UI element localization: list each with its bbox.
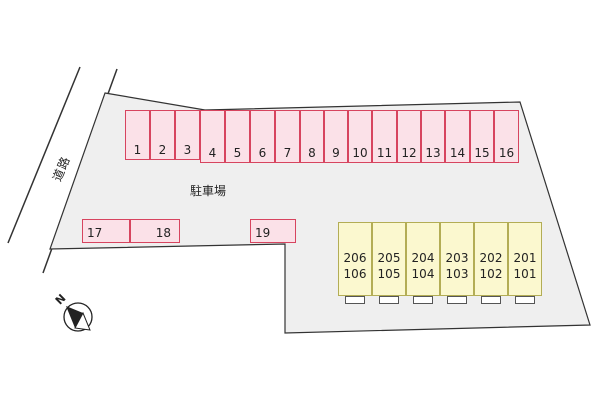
parking-slot-3: 3 bbox=[175, 110, 200, 160]
parking-slot-number: 19 bbox=[255, 226, 271, 240]
parking-lot-label: 駐車場 bbox=[190, 184, 227, 198]
unit-number-lower: 101 bbox=[513, 267, 537, 281]
parking-slot-number: 15 bbox=[474, 146, 490, 160]
unit-number-lower: 104 bbox=[411, 267, 435, 281]
entrance-step bbox=[481, 296, 501, 304]
parking-slot-14: 14 bbox=[445, 110, 470, 163]
parking-slot-19: 19 bbox=[250, 219, 296, 243]
parking-slot-number: 14 bbox=[449, 146, 466, 160]
unit-number-upper: 203 bbox=[445, 251, 469, 265]
entrance-step bbox=[447, 296, 467, 304]
parking-slot-6: 6 bbox=[250, 110, 275, 163]
parking-slot-10: 10 bbox=[348, 110, 372, 163]
building-unit-201-101: 201 101 bbox=[508, 222, 542, 296]
parking-slot-number: 7 bbox=[283, 146, 292, 160]
unit-number-lower: 102 bbox=[479, 267, 503, 281]
parking-slot-4: 4 bbox=[200, 110, 225, 163]
parking-slot-9: 9 bbox=[324, 110, 348, 163]
unit-number-upper: 202 bbox=[479, 251, 503, 265]
parking-slot-8: 8 bbox=[300, 110, 324, 163]
parking-slot-1: 1 bbox=[125, 110, 150, 160]
parking-slot-18: 18 bbox=[130, 219, 180, 243]
parking-slot-number: 2 bbox=[158, 143, 167, 157]
parking-slot-2: 2 bbox=[150, 110, 175, 160]
unit-number-lower: 105 bbox=[377, 267, 401, 281]
unit-number-upper: 204 bbox=[411, 251, 435, 265]
parking-slot-number: 3 bbox=[183, 143, 192, 157]
parking-slot-16: 16 bbox=[494, 110, 519, 163]
parking-slot-number: 11 bbox=[376, 146, 393, 160]
entrance-step bbox=[515, 296, 535, 304]
parking-slot-number: 9 bbox=[332, 146, 340, 160]
parking-slot-number: 13 bbox=[425, 146, 441, 160]
parking-slot-number: 17 bbox=[87, 226, 103, 240]
north-arrow-icon bbox=[63, 302, 93, 332]
parking-slot-5: 5 bbox=[225, 110, 250, 163]
parking-slot-number: 5 bbox=[233, 146, 242, 160]
unit-number-upper: 206 bbox=[343, 251, 367, 265]
parking-slot-number: 16 bbox=[498, 146, 515, 160]
parking-slot-12: 12 bbox=[397, 110, 421, 163]
parking-slot-15: 15 bbox=[470, 110, 494, 163]
parking-slot-number: 4 bbox=[208, 146, 217, 160]
parking-slot-17: 17 bbox=[82, 219, 130, 243]
unit-number-upper: 201 bbox=[513, 251, 537, 265]
parking-slot-7: 7 bbox=[275, 110, 300, 163]
entrance-step bbox=[379, 296, 399, 304]
parking-slot-number: 10 bbox=[352, 146, 368, 160]
building-unit-205-105: 205 105 bbox=[372, 222, 406, 296]
unit-number-lower: 103 bbox=[445, 267, 469, 281]
parking-slot-number: 1 bbox=[133, 143, 142, 157]
building-unit-204-104: 204 104 bbox=[406, 222, 440, 296]
building-unit-202-102: 202 102 bbox=[474, 222, 508, 296]
building-unit-206-106: 206 106 bbox=[338, 222, 372, 296]
unit-number-lower: 106 bbox=[343, 267, 367, 281]
road-edge-left bbox=[7, 66, 81, 244]
parking-slot-number: 18 bbox=[155, 226, 171, 240]
parking-slot-number: 12 bbox=[401, 146, 417, 160]
parking-slot-11: 11 bbox=[372, 110, 397, 163]
entrance-step bbox=[413, 296, 433, 304]
parking-slot-13: 13 bbox=[421, 110, 445, 163]
entrance-step bbox=[345, 296, 365, 304]
building-unit-203-103: 203 103 bbox=[440, 222, 474, 296]
unit-number-upper: 205 bbox=[377, 251, 401, 265]
parking-slot-number: 8 bbox=[308, 146, 316, 160]
parking-slot-number: 6 bbox=[258, 146, 267, 160]
